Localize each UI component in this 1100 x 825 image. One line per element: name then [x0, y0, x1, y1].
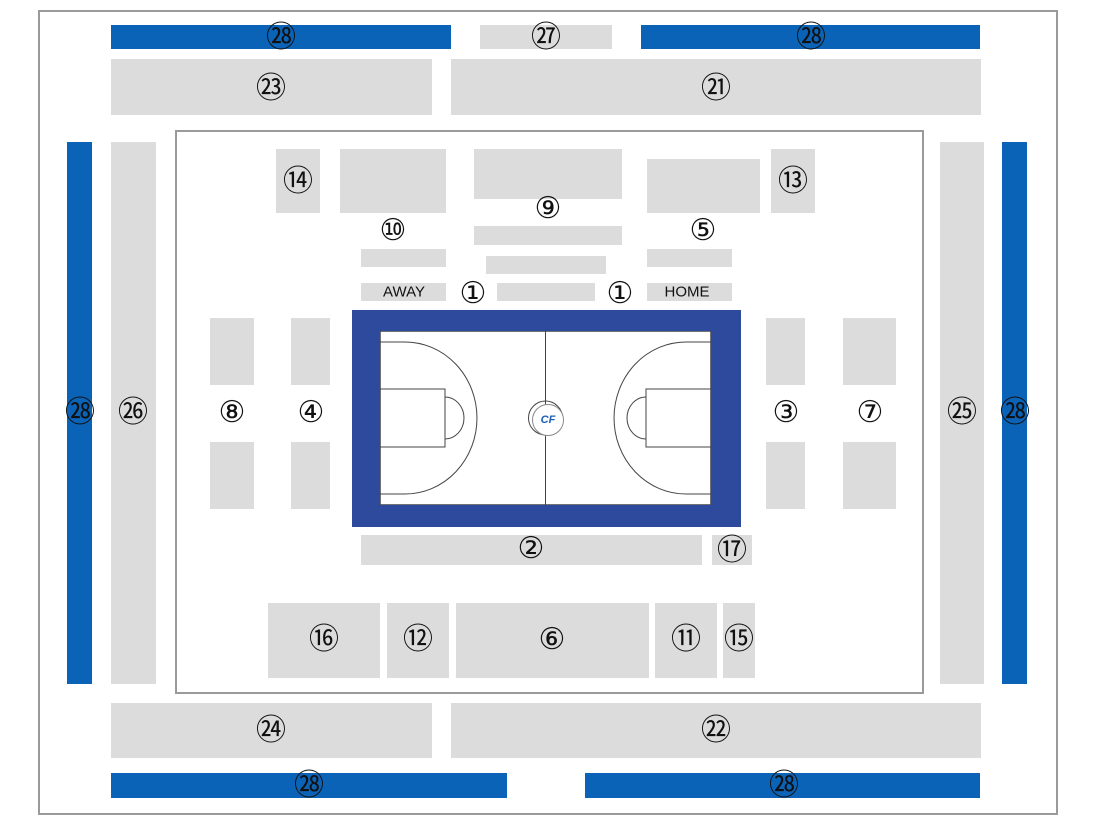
label-6: ⑥	[538, 622, 566, 657]
label-25: ㉕	[947, 395, 977, 430]
zone-3-lower[interactable]	[766, 442, 805, 509]
away-label: AWAY	[383, 283, 425, 301]
zone-21[interactable]	[451, 59, 981, 115]
zone-7-upper[interactable]	[843, 318, 896, 385]
label-4: ④	[297, 395, 325, 430]
label-10: ⑩	[379, 213, 407, 248]
zone-table-bottom[interactable]	[497, 283, 595, 301]
label-17: ⑰	[717, 533, 747, 568]
label-16: ⑯	[309, 622, 339, 657]
zone-table-top[interactable]	[486, 256, 606, 274]
label-28-right: ㉘	[1000, 395, 1030, 430]
banner-top-right[interactable]	[641, 25, 980, 49]
label-3: ③	[772, 395, 800, 430]
label-23: ㉓	[256, 71, 286, 106]
label-8: ⑧	[218, 395, 246, 430]
label-7: ⑦	[856, 395, 884, 430]
zone-25[interactable]	[940, 142, 984, 684]
zone-2[interactable]	[361, 535, 702, 565]
label-1-home: ①	[606, 276, 634, 311]
banner-left[interactable]	[67, 142, 92, 684]
zone-27[interactable]	[480, 25, 612, 49]
banner-bottom-left[interactable]	[111, 773, 507, 798]
zone-11[interactable]	[655, 603, 717, 678]
zone-5-strip[interactable]	[647, 249, 732, 267]
label-11: ⑪	[671, 622, 701, 657]
label-22: ㉒	[701, 713, 731, 748]
zone-7-lower[interactable]	[843, 442, 896, 509]
zone-4-lower[interactable]	[291, 442, 330, 509]
label-21: ㉑	[701, 71, 731, 106]
zone-9-box[interactable]	[474, 149, 622, 199]
label-5: ⑤	[689, 213, 717, 248]
federation-logo-icon: CF	[532, 404, 564, 436]
label-28-top-right: ㉘	[796, 20, 826, 55]
label-9: ⑨	[534, 191, 562, 226]
zone-4-upper[interactable]	[291, 318, 330, 385]
logo-text: CF	[540, 414, 556, 426]
label-13: ⑬	[778, 164, 808, 199]
zone-12[interactable]	[387, 603, 449, 678]
home-label: HOME	[664, 283, 710, 301]
zone-8-upper[interactable]	[210, 318, 254, 385]
label-15: ⑮	[724, 622, 754, 657]
zone-away-bench[interactable]	[361, 283, 446, 301]
zone-13[interactable]	[771, 149, 815, 213]
banner-right[interactable]	[1002, 142, 1027, 684]
banner-bottom-right[interactable]	[585, 773, 980, 798]
zone-14[interactable]	[276, 149, 320, 213]
label-24: ㉔	[256, 713, 286, 748]
floor-area-outline	[175, 130, 924, 694]
zone-24[interactable]	[111, 703, 432, 758]
zone-16[interactable]	[268, 603, 380, 678]
zone-26[interactable]	[111, 142, 156, 684]
zone-17[interactable]	[712, 535, 752, 565]
zone-8-lower[interactable]	[210, 442, 254, 509]
label-28-left: ㉘	[65, 395, 95, 430]
zone-23[interactable]	[111, 59, 432, 115]
label-12: ⑫	[403, 622, 433, 657]
zone-6[interactable]	[456, 603, 649, 678]
zone-10-strip[interactable]	[361, 249, 446, 267]
label-28-bottom-left: ㉘	[294, 768, 324, 803]
zone-home-bench[interactable]	[647, 283, 732, 301]
label-14: ⑭	[283, 164, 313, 199]
label-1-away: ①	[459, 276, 487, 311]
label-27: ㉗	[531, 20, 561, 55]
label-2: ②	[517, 531, 545, 566]
zone-15[interactable]	[723, 603, 755, 678]
zone-22[interactable]	[451, 703, 981, 758]
zone-5-box[interactable]	[647, 159, 760, 213]
zone-10-box[interactable]	[340, 149, 446, 213]
label-26: ㉖	[118, 395, 148, 430]
label-28-bottom-right: ㉘	[769, 768, 799, 803]
zone-3-upper[interactable]	[766, 318, 805, 385]
label-28-top-left: ㉘	[266, 20, 296, 55]
zone-9-strip[interactable]	[474, 226, 622, 245]
banner-top-left[interactable]	[111, 25, 451, 49]
